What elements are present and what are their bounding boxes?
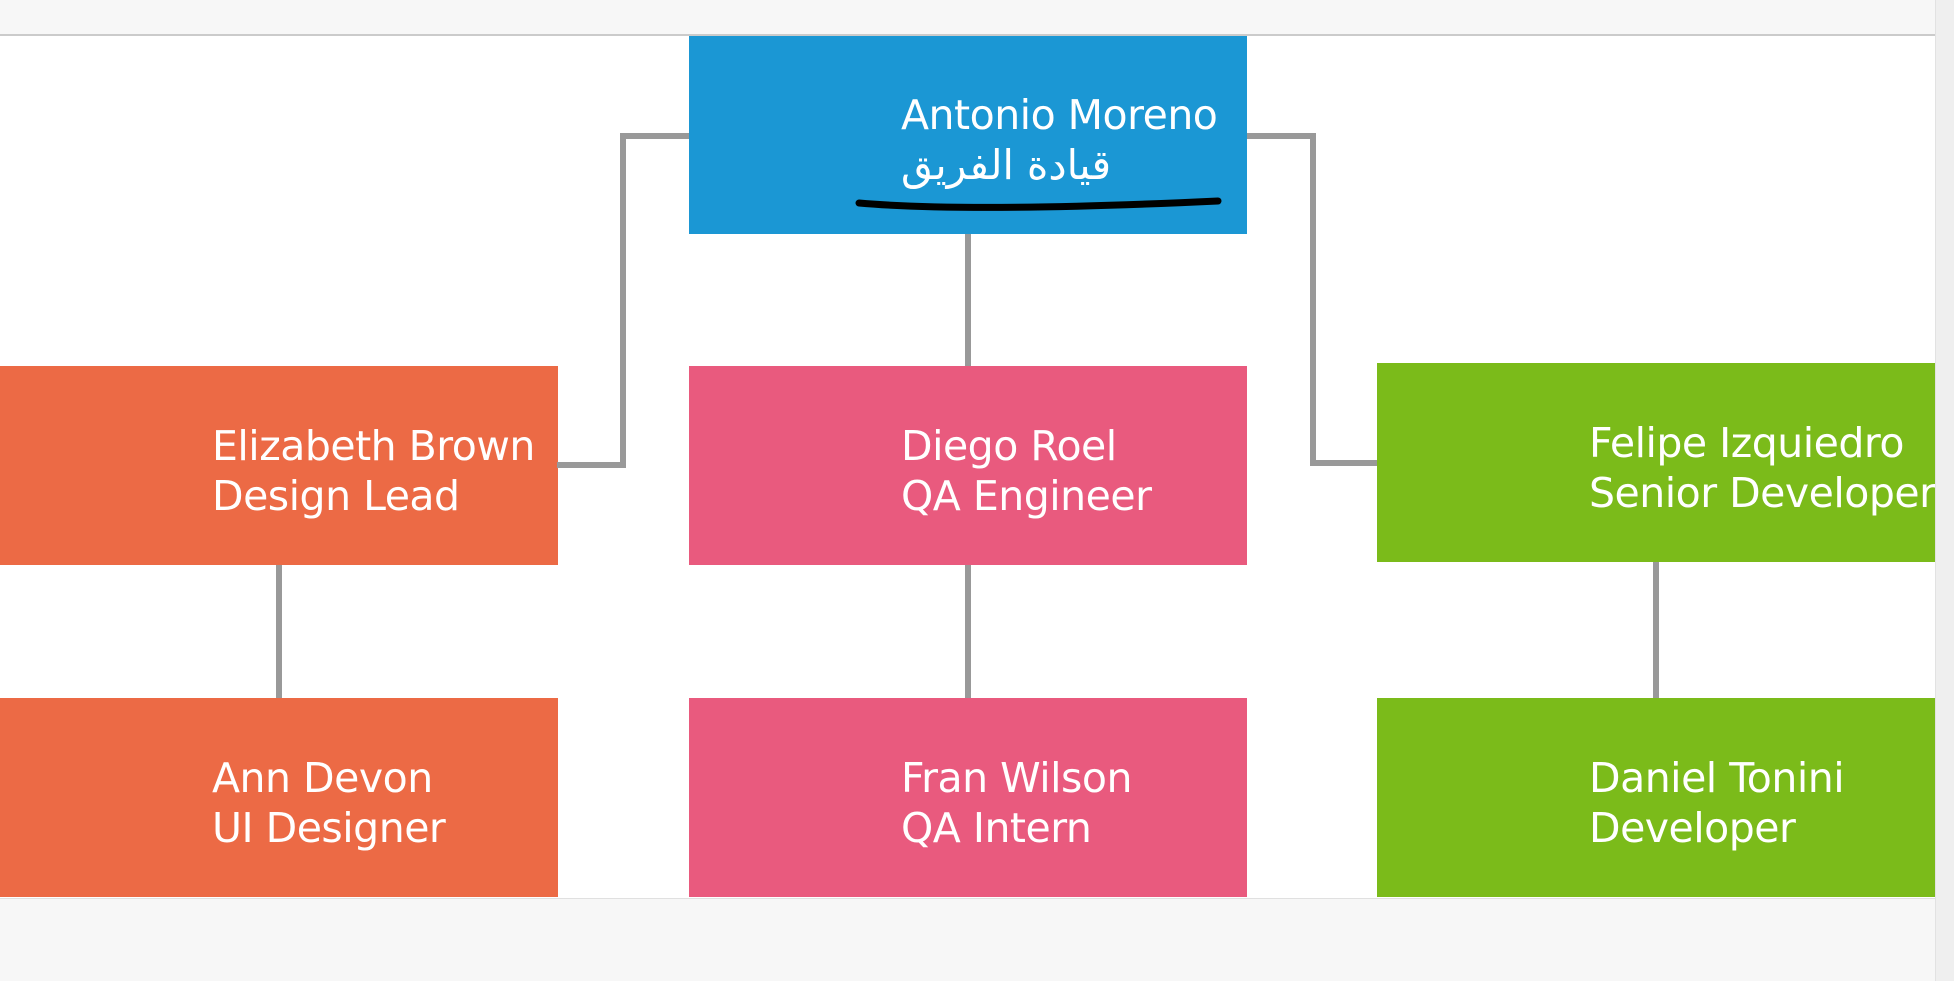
org-node-antonio-moreno[interactable]: Antonio Moreno قيادة الفريق [689, 36, 1247, 234]
connector-antonio-felipe [1247, 133, 1377, 466]
node-name: Elizabeth Brown [212, 421, 535, 470]
node-title: Senior Developer [1589, 468, 1936, 517]
org-node-elizabeth-brown[interactable]: Elizabeth Brown Design Lead [0, 366, 558, 565]
org-node-daniel-tonini[interactable]: Daniel Tonini Developer [1377, 698, 1935, 897]
org-node-felipe-izquiedro[interactable]: Felipe Izquiedro Senior Developer [1377, 363, 1936, 562]
page-header-strip [0, 0, 1935, 36]
node-name: Ann Devon [212, 753, 433, 802]
org-node-fran-wilson[interactable]: Fran Wilson QA Intern [689, 698, 1247, 897]
org-node-diego-roel[interactable]: Diego Roel QA Engineer [689, 366, 1247, 565]
node-title: UI Designer [212, 803, 446, 852]
node-name: Diego Roel [901, 421, 1117, 470]
node-title: Developer [1589, 803, 1796, 852]
org-node-ann-devon[interactable]: Ann Devon UI Designer [0, 698, 558, 897]
node-name: Fran Wilson [901, 753, 1132, 802]
node-title: قيادة الفريق [901, 141, 1112, 189]
scrollbar-track[interactable] [1935, 0, 1954, 981]
node-title: QA Engineer [901, 471, 1152, 520]
node-name: Antonio Moreno [901, 91, 1218, 139]
org-chart-canvas: Antonio Moreno قيادة الفريق Elizabeth Br… [0, 36, 1936, 899]
node-title: QA Intern [901, 803, 1092, 852]
node-name: Daniel Tonini [1589, 753, 1845, 802]
node-name: Felipe Izquiedro [1589, 418, 1904, 467]
node-title: Design Lead [212, 471, 460, 520]
connector-antonio-elizabeth [557, 133, 689, 468]
